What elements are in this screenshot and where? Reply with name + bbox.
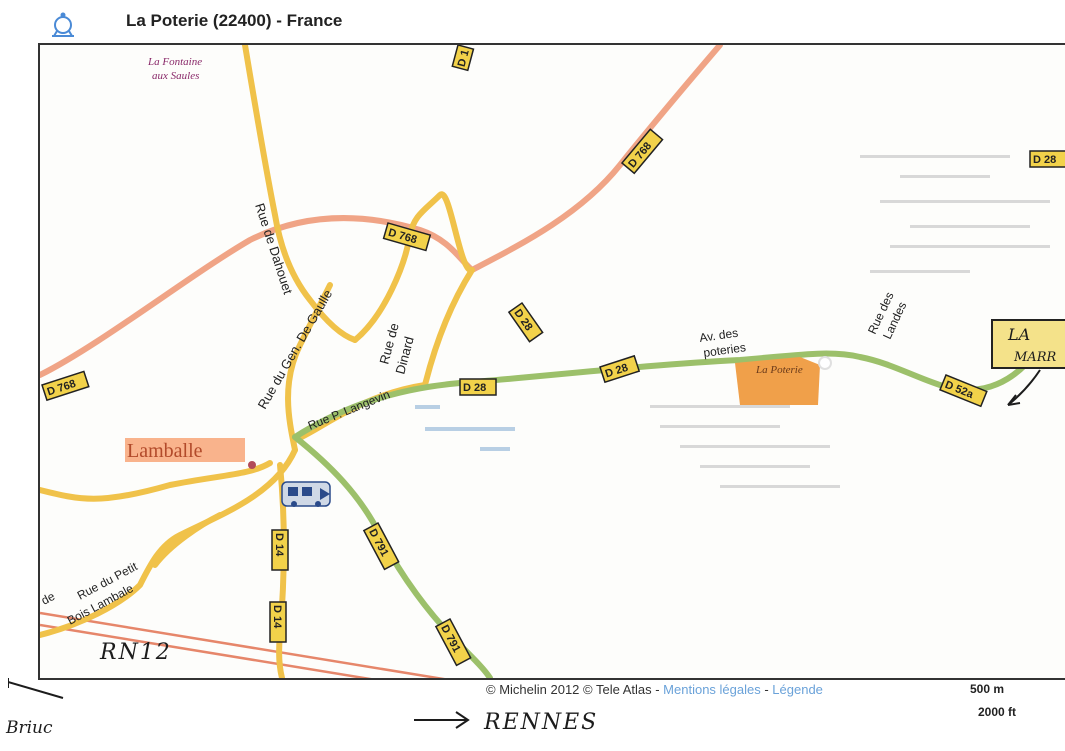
handwritten-briuc: Briuc — [6, 718, 53, 738]
shield-d28-diag: D 28 — [507, 301, 544, 343]
fontaine-label-2: aux Saules — [152, 70, 199, 82]
svg-text:D 28: D 28 — [1033, 154, 1056, 166]
handwritten-arrow-left — [8, 678, 64, 699]
lamballe-area: Lamballe — [125, 438, 256, 469]
shield-d791-lower: D 791 — [434, 617, 472, 667]
poterie-area: La Poterie — [735, 357, 820, 405]
svg-text:D 1: D 1 — [456, 49, 472, 69]
header: La Poterie (22400) - France — [0, 0, 1065, 40]
shield-d791-upper: D 791 — [362, 521, 400, 571]
poterie-marker — [818, 356, 832, 370]
page-title: La Poterie (22400) - France — [126, 11, 343, 30]
svg-text:D 14: D 14 — [271, 605, 283, 629]
legend-link[interactable]: Légende — [772, 682, 823, 697]
poterie-label: La Poterie — [755, 364, 803, 376]
faded-map-text — [650, 155, 1050, 488]
michelin-compass-icon — [52, 12, 74, 37]
shield-d1: D 1 — [451, 45, 475, 72]
la-marre-line1: LA — [1007, 325, 1030, 344]
shield-d768-mid: D 768 — [382, 222, 432, 252]
la-marre-line2: MARR — [1013, 350, 1056, 365]
fontaine-label-1: La Fontaine — [147, 56, 202, 68]
svg-text:D 28: D 28 — [463, 382, 486, 394]
street-de: de — [40, 589, 57, 608]
shield-d14-upper: D 14 — [271, 529, 289, 571]
legal-notice-link[interactable]: Mentions légales — [663, 682, 761, 697]
shield-d14-lower: D 14 — [269, 601, 287, 643]
handwritten-rennes: RENNES — [484, 710, 599, 735]
scale-metric: 500 m — [970, 682, 1005, 696]
map-canvas[interactable]: La Poterie Lamballe La Fontaine aux Saul… — [40, 45, 1065, 678]
shield-d768-left: D 768 — [41, 370, 90, 402]
lamballe-label: Lamballe — [127, 440, 203, 462]
la-marre-annotation: LA MARR — [991, 319, 1065, 406]
handwritten-rn12: RN12 — [100, 640, 172, 665]
copyright-notice: © Michelin 2012 © Tele Atlas - Mentions … — [486, 682, 823, 697]
shield-d28-right: D 28 — [599, 354, 641, 384]
rail-line — [40, 611, 445, 678]
svg-text:D 14: D 14 — [273, 533, 285, 557]
handwritten-arrow-right — [414, 711, 470, 729]
green-route — [292, 350, 1065, 678]
map-footer: © Michelin 2012 © Tele Atlas - Mentions … — [0, 678, 1065, 751]
shield-d28-mid: D 28 — [459, 378, 497, 396]
train-station-icon[interactable] — [281, 481, 331, 507]
street-langevin: Rue P. Langevin — [306, 387, 392, 433]
map-view[interactable]: La Poterie Lamballe La Fontaine aux Saul… — [38, 43, 1065, 680]
street-gen-de-gaulle: Rue du Gen. De Gaulle — [255, 287, 336, 412]
shield-d52a: D 52a — [939, 374, 988, 408]
street-poteries-1: Av. des — [698, 326, 738, 345]
major-roads — [40, 45, 723, 378]
scale-imperial: 2000 ft — [978, 705, 1017, 719]
footer-separator: - — [760, 682, 773, 697]
shield-d28-edge: D 28 — [1029, 150, 1065, 168]
copyright-text: © Michelin 2012 © Tele Atlas - — [486, 682, 664, 697]
street-poteries-2: poteries — [702, 340, 746, 360]
faded-blue-label — [415, 405, 515, 451]
